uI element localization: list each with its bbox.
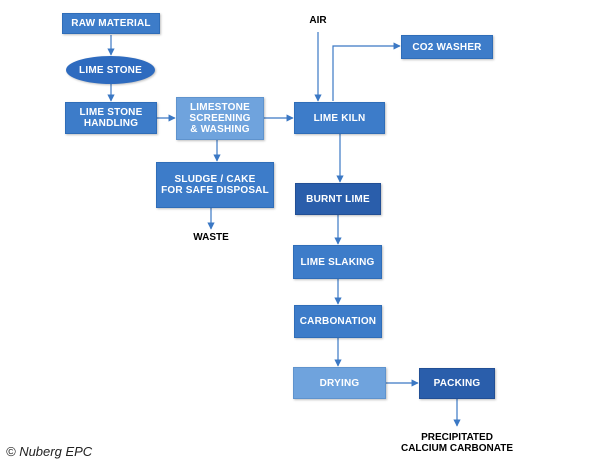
carbonation-box: CARBONATION [294,305,382,338]
co2-washer-box: CO2 WASHER [401,35,493,59]
product-label: PRECIPITATED CALCIUM CARBONATE [400,432,514,454]
lime-kiln-box: LIME KILN [294,102,385,134]
lime-stone-oval: LIME STONE [66,56,155,84]
copyright-credit: © Nuberg EPC [6,444,93,459]
arrow-kiln-to-co2-washer [332,42,401,101]
drying-box: DRYING [293,367,386,399]
lime-stone-handling-box: LIME STONE HANDLING [65,102,157,134]
limestone-screening-washing-box: LIMESTONE SCREENING & WASHING [176,97,264,140]
raw-material-box: RAW MATERIAL [62,13,160,34]
packing-box: PACKING [419,368,495,399]
sludge-cake-box: SLUDGE / CAKE FOR SAFE DISPOSAL [156,162,274,208]
burnt-lime-box: BURNT LIME [295,183,381,215]
waste-label: WASTE [193,232,229,243]
lime-slaking-box: LIME SLAKING [293,245,382,279]
air-label: AIR [309,15,327,26]
